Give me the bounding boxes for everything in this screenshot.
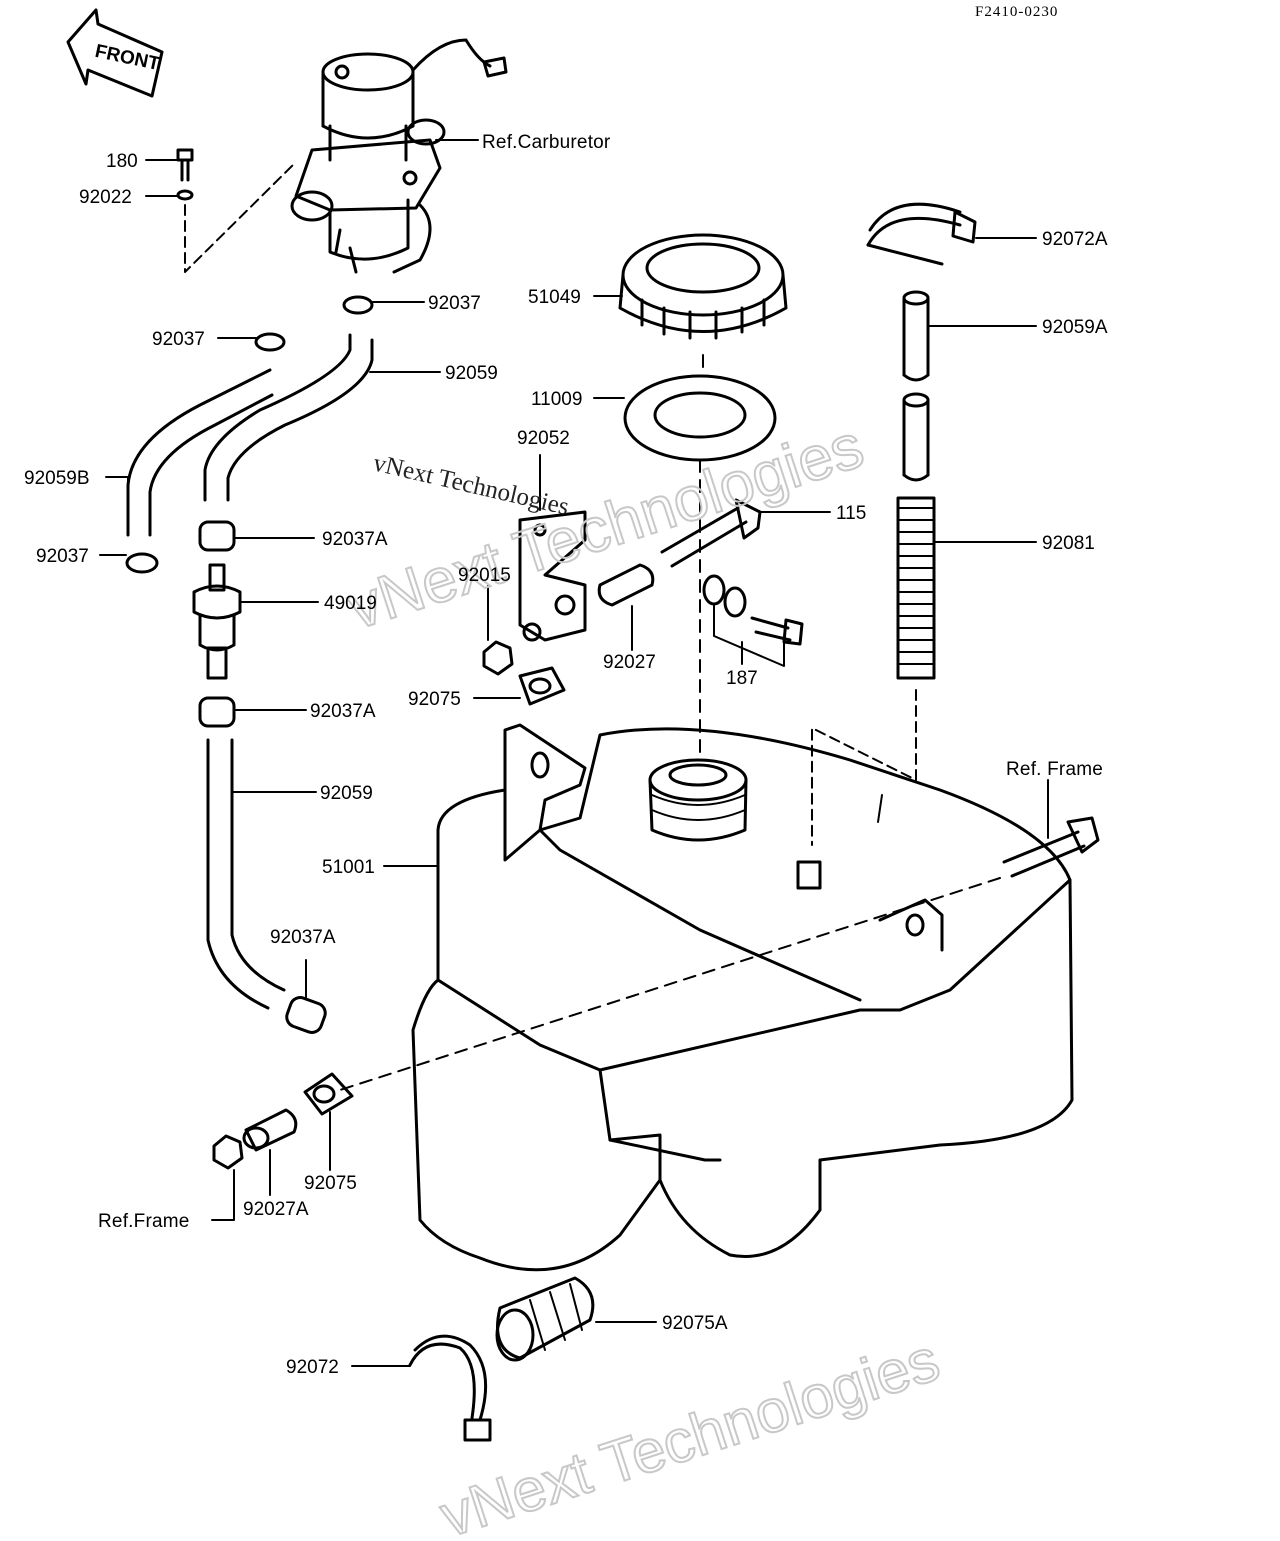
- hose-92059-lower-icon: [206, 738, 286, 1010]
- part-92027a-label: 92027A: [243, 1199, 309, 1220]
- part-51001-label: 51001: [322, 857, 375, 878]
- fuel-filter-49019-icon: [192, 563, 242, 680]
- sleeve-92075a-icon: [495, 1276, 595, 1362]
- frame-bolt-icon: [1002, 816, 1100, 878]
- nut-92015-icon: [482, 640, 514, 676]
- part-92027-label: 92027: [603, 652, 656, 673]
- part-92081-label: 92081: [1042, 533, 1095, 554]
- ref-carburetor-label: Ref.Carburetor: [482, 132, 611, 153]
- part-92022-label: 92022: [79, 187, 132, 208]
- clamp-92072a-icon: [866, 202, 977, 266]
- fuel-tank-51001-icon: [411, 723, 1074, 1272]
- part-187-label: 187: [726, 668, 758, 689]
- grommet-92075-lower-icon: [303, 1072, 354, 1116]
- part-11009-label: 11009: [531, 389, 582, 410]
- watermark-text: vNext Technologies: [371, 450, 572, 521]
- part-180-label: 180: [106, 151, 138, 172]
- part-92015-label: 92015: [458, 565, 511, 586]
- front-arrow-icon: FRONT: [66, 8, 164, 98]
- hose-92059a-icon: [902, 290, 930, 482]
- part-49019-label: 49019: [324, 593, 377, 614]
- part-92037-label: 92037: [152, 329, 205, 350]
- collar-92027a-icon: [242, 1108, 298, 1152]
- part-115-label: 115: [836, 503, 866, 524]
- fuel-pump-icon: [290, 38, 508, 274]
- nut-frame-icon: [212, 1134, 244, 1170]
- clamp-92037-icon: [125, 295, 374, 574]
- bracket-92052-icon: [518, 510, 587, 642]
- part-92037a-label: 92037A: [310, 701, 376, 722]
- part-92072a-label: 92072A: [1042, 229, 1108, 250]
- filler-neck-icon: [648, 758, 748, 842]
- hose-92059-upper-icon: [203, 333, 374, 502]
- screw-180-icon: [176, 148, 194, 201]
- bolt-115-icon: [660, 498, 762, 568]
- ref-frame-label: Ref. Frame: [1006, 759, 1103, 780]
- hose-92059b-icon: [126, 368, 274, 537]
- part-92075a-label: 92075A: [662, 1313, 728, 1334]
- fuel-cap-51049-icon: [618, 233, 788, 340]
- collar-92027-icon: [597, 563, 655, 607]
- part-92052-label: 92052: [517, 428, 570, 449]
- part-92037-label: 92037: [428, 293, 481, 314]
- part-92075-label: 92075: [408, 689, 461, 710]
- clamp-92037a-icon: [198, 520, 327, 1034]
- grommet-92075-icon: [518, 666, 566, 706]
- washers-187-icon: [702, 574, 804, 667]
- part-92037a-label: 92037A: [270, 927, 336, 948]
- part-92037a-label: 92037A: [322, 529, 388, 550]
- part-92072-label: 92072: [286, 1357, 339, 1378]
- clamp-92072-icon: [408, 1334, 492, 1442]
- diagram-code: F2410-0230: [975, 4, 1058, 20]
- leader-lines: [99, 139, 1049, 1367]
- part-92059-label: 92059: [320, 783, 373, 804]
- watermark-ghost: vNext Technologies: [340, 411, 872, 642]
- ref-frame-label: Ref.Frame: [98, 1211, 190, 1232]
- part-51049-label: 51049: [528, 287, 581, 308]
- part-92075-label: 92075: [304, 1173, 357, 1194]
- part-92059b-label: 92059B: [24, 468, 90, 489]
- part-92059a-label: 92059A: [1042, 317, 1108, 338]
- watermark: vNext Technologies vNext Technologies vN…: [339, 410, 948, 1541]
- spring-92081-icon: [896, 496, 936, 680]
- part-92059-label: 92059: [445, 363, 498, 384]
- part-92037-label: 92037: [36, 546, 89, 567]
- vent-nipple-icon: [796, 860, 822, 890]
